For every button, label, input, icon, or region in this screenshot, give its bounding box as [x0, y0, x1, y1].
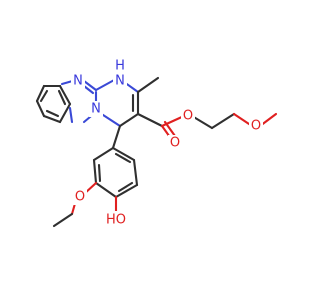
- atom-o-ethoxy: O: [75, 190, 85, 205]
- atom-o-carbonyl: O: [170, 136, 180, 151]
- atom-nh: N: [115, 74, 125, 89]
- hydroxyl-label: HO: [106, 213, 126, 228]
- molecule-structure: N N H N O O O O HO: [35, 59, 278, 228]
- phenol-ring: [92, 124, 139, 199]
- atom-n-bridge: N: [91, 102, 101, 117]
- methyl-bond: [136, 76, 160, 94]
- benzene-ring-fused: [35, 84, 72, 124]
- atom-n-imine: N: [73, 74, 83, 89]
- atom-o-ester: O: [183, 109, 193, 124]
- atom-o-methoxy: O: [251, 119, 261, 134]
- atom-h-on-n: H: [115, 59, 125, 74]
